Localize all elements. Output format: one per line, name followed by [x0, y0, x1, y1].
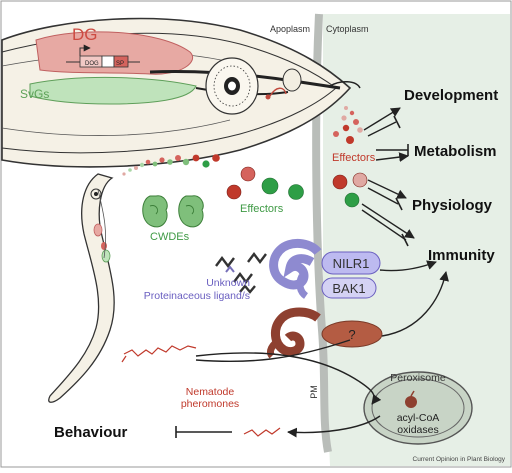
- unknown-receptor-ectodomain: [271, 307, 321, 357]
- nilr1-label: NILR1: [333, 256, 370, 271]
- cytoplasm-label: Cytoplasm: [326, 24, 369, 34]
- acyl-label-2: oxidases: [397, 424, 438, 436]
- cwdes-label: CWDEs: [150, 231, 190, 243]
- peroxisome-output-arrow: [287, 415, 381, 438]
- unknown-ligand-label-1: Unknown: [206, 277, 250, 289]
- metabolism-label: Metabolism: [414, 143, 497, 160]
- stylet-knobs: [265, 68, 302, 100]
- unknown-receptor-kinase: [321, 320, 383, 348]
- cytoplasm-effectors: [332, 106, 368, 208]
- unknown-ligands: [215, 252, 267, 294]
- small-nematode: [48, 173, 115, 403]
- dorsal-gland: [35, 31, 193, 75]
- credit-label: Current Opinion in Plant Biology: [413, 456, 506, 463]
- secretion-spray: [122, 154, 220, 176]
- metacorpus: [205, 57, 259, 115]
- pheromones-label-2: pheromones: [181, 398, 239, 410]
- unknown-ligand-label-2: Proteinaceous ligand/s: [144, 290, 250, 302]
- feeding-tube: [329, 81, 361, 89]
- bak1-kinase: [321, 277, 377, 299]
- peroxisome-label: Peroxisome: [390, 372, 446, 384]
- effectors-apoplast-label: Effectors: [240, 203, 284, 215]
- unknown-receptor-label: ?: [348, 327, 355, 342]
- pheromone-to-peroxisome-arrow: [195, 352, 382, 405]
- apoplasm-label: Apoplasm: [270, 24, 310, 34]
- pm-label: PM: [309, 385, 319, 399]
- nematode-body-line: [1, 119, 231, 136]
- bak1-label: BAK1: [332, 281, 365, 296]
- physiology-label: Physiology: [412, 197, 493, 214]
- svgs-label: SvGs: [20, 87, 49, 101]
- processed-pheromone: [243, 427, 281, 437]
- effectors-cytoplasm-label: Effectors: [332, 152, 376, 164]
- bak1-ectodomain: [296, 274, 309, 299]
- pheromones-label-1: Nematode: [186, 386, 235, 398]
- apoplast-effectors: [226, 166, 304, 200]
- sp-label: SP: [116, 61, 124, 67]
- pheromone-molecule: [123, 345, 197, 357]
- outcome-arrows: [361, 107, 449, 337]
- nilr1-kinase: [321, 251, 381, 275]
- immunity-label: Immunity: [428, 247, 495, 264]
- gene-construct: [66, 44, 140, 68]
- promoter-label: DOG: [85, 61, 99, 67]
- development-label: Development: [404, 87, 498, 104]
- behaviour-label: Behaviour: [54, 424, 128, 441]
- pheromone-to-receptor-line: [195, 339, 351, 363]
- enzyme-icon: [405, 390, 417, 408]
- peroxisome-membrane: [371, 378, 465, 438]
- acyl-label-1: acyl-CoA: [397, 412, 440, 424]
- unknown-receptor-tail: [266, 336, 282, 359]
- cwde-enzymes: [142, 195, 204, 228]
- peroxisome: [363, 371, 473, 445]
- dg-label: DG: [72, 25, 98, 44]
- subventral-gland: [29, 76, 197, 105]
